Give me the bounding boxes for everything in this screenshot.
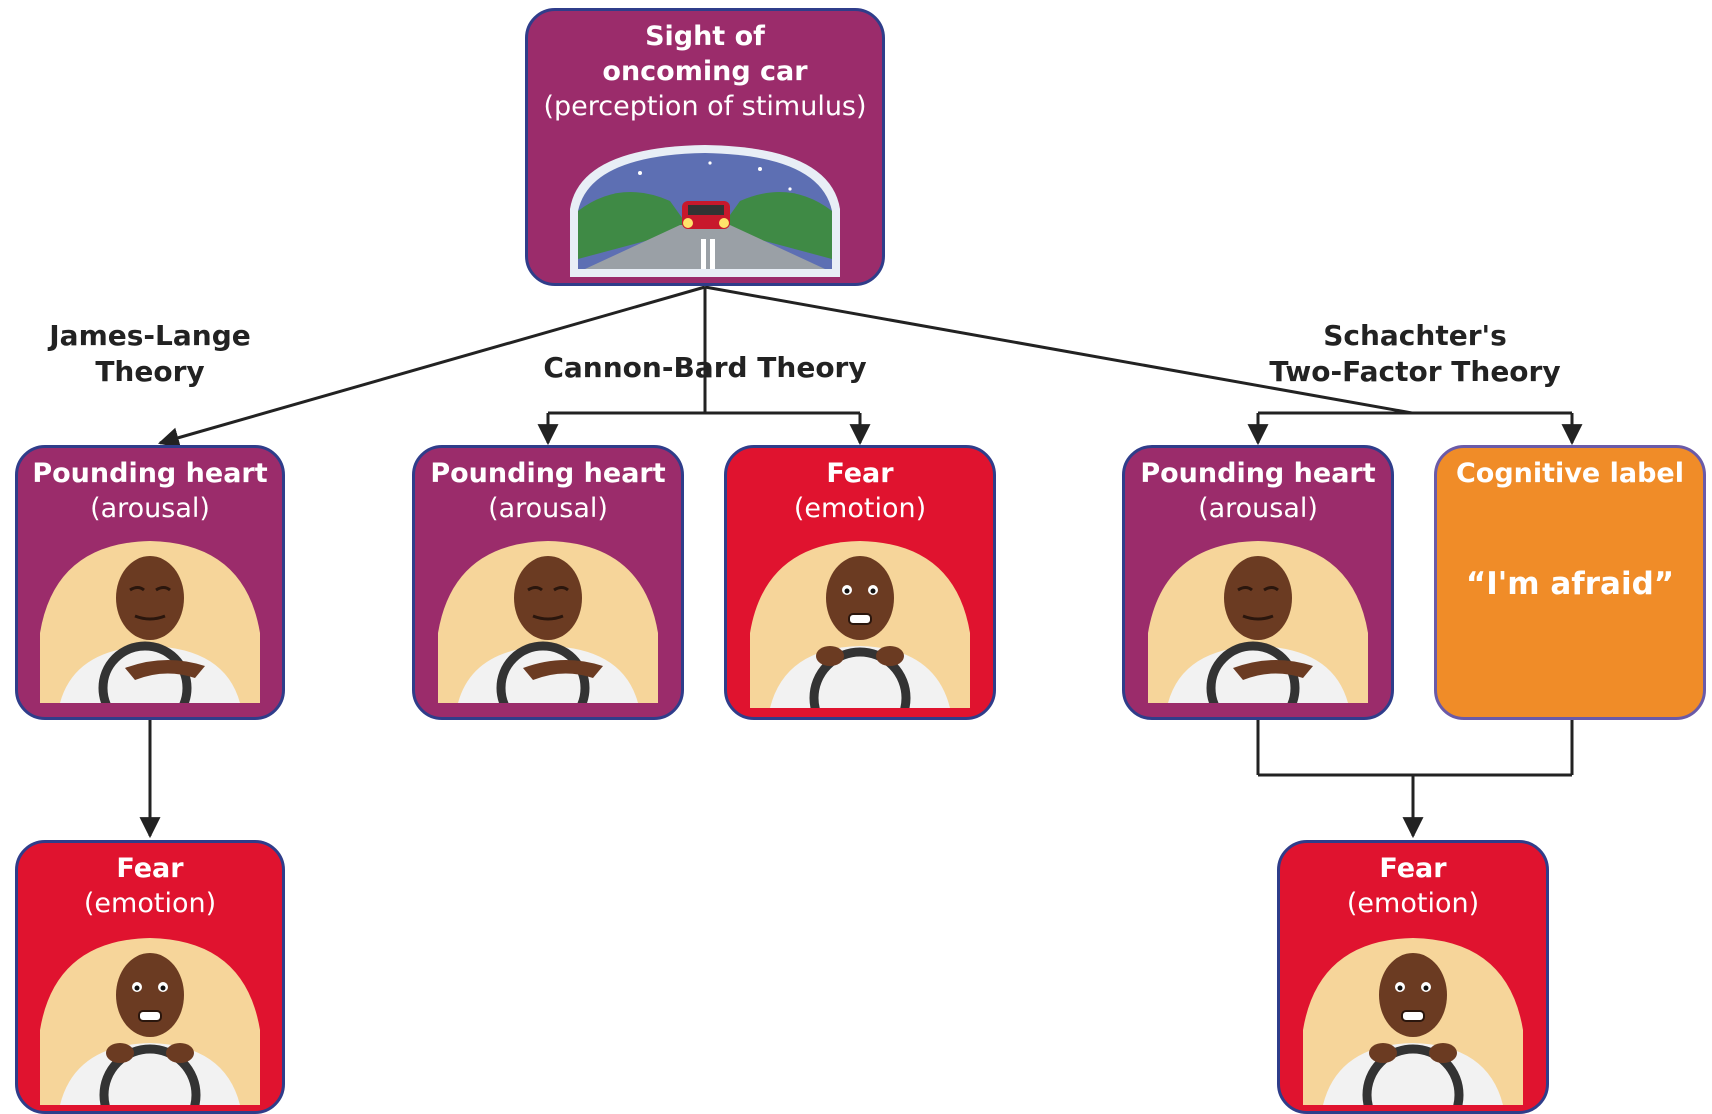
cb-arousal-line-1: Pounding heart [430, 458, 666, 489]
cb-fear-line-2: (emotion) [793, 493, 927, 524]
jl-fear-line-1: Fear [116, 853, 184, 884]
cb-fear-title: Fear (emotion) [727, 456, 993, 526]
s-cognitive-label-node: Cognitive label “I'm afraid” [1434, 445, 1706, 720]
cb-arousal-line-2: (arousal) [488, 493, 608, 524]
driver-hand-on-chest-icon [1148, 541, 1368, 703]
stimulus-title-line-3: (perception of stimulus) [543, 91, 867, 122]
stimulus-title-line-1: Sight of [645, 21, 765, 52]
jl-arousal-title: Pounding heart (arousal) [18, 456, 282, 526]
arrow-stimulus-to-jl-arousal [157, 285, 706, 448]
jl-arousal-node: Pounding heart (arousal) [15, 445, 285, 720]
stimulus-title: Sight of oncoming car (perception of sti… [528, 19, 882, 124]
s-arousal-node: Pounding heart (arousal) [1122, 445, 1394, 720]
s-fear-node: Fear (emotion) [1277, 840, 1549, 1114]
theory-james-lange-line-1: James-Lange [49, 319, 251, 352]
cb-arousal-node: Pounding heart (arousal) [412, 445, 684, 720]
frightened-driver-icon [1303, 938, 1523, 1105]
cb-fear-node: Fear (emotion) [724, 445, 996, 720]
car-headlights-icon [570, 145, 840, 277]
frightened-driver-icon [750, 541, 970, 708]
jl-fear-line-2: (emotion) [83, 888, 217, 919]
driver-hand-on-chest-icon [438, 541, 658, 703]
s-arousal-line-2: (arousal) [1198, 493, 1318, 524]
stimulus-node: Sight of oncoming car (perception of sti… [525, 8, 885, 286]
s-fear-title: Fear (emotion) [1280, 851, 1546, 921]
s-label-title: Cognitive label [1437, 456, 1703, 491]
frightened-driver-icon [40, 938, 260, 1105]
jl-arousal-line-2: (arousal) [90, 493, 210, 524]
s-arousal-line-1: Pounding heart [1140, 458, 1376, 489]
theory-james-lange-line-2: Theory [95, 355, 205, 388]
theory-label-schachter: Schachter's Two-Factor Theory [1245, 318, 1585, 390]
driver-hand-on-chest-icon [40, 541, 260, 703]
s-label-line-1: Cognitive label [1455, 458, 1684, 489]
s-label-quote: “I'm afraid” [1465, 566, 1675, 602]
theory-schachter-line-2: Two-Factor Theory [1269, 355, 1561, 388]
theory-label-cannon-bard: Cannon-Bard Theory [520, 350, 890, 386]
s-arousal-title: Pounding heart (arousal) [1125, 456, 1391, 526]
jl-arousal-line-1: Pounding heart [32, 458, 268, 489]
jl-fear-node: Fear (emotion) [15, 840, 285, 1114]
s-fear-line-1: Fear [1379, 853, 1447, 884]
stimulus-title-line-2: oncoming car [602, 56, 808, 87]
schachter-diagonal-line [704, 285, 1413, 415]
s-fear-line-2: (emotion) [1346, 888, 1480, 919]
theory-label-james-lange: James-Lange Theory [30, 318, 270, 390]
jl-fear-title: Fear (emotion) [18, 851, 282, 921]
theory-schachter-line-1: Schachter's [1323, 319, 1507, 352]
theory-cannon-bard-line-1: Cannon-Bard Theory [543, 351, 867, 384]
cb-fear-line-1: Fear [826, 458, 894, 489]
cb-arousal-title: Pounding heart (arousal) [415, 456, 681, 526]
